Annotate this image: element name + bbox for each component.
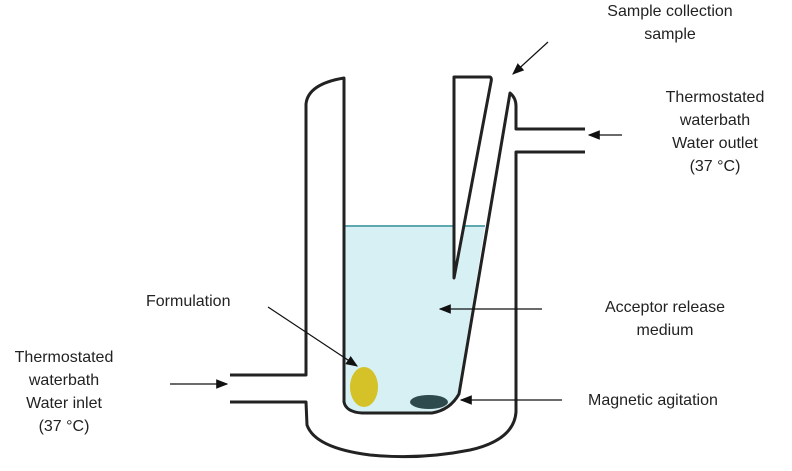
sampling-arm xyxy=(452,75,493,280)
magnetic-stir-bar xyxy=(410,395,448,409)
acceptor-medium-label: Acceptor release medium xyxy=(580,296,750,342)
label-line: waterbath xyxy=(28,372,100,389)
water-inlet-label: Thermostated waterbath Water inlet (37 °… xyxy=(0,346,128,438)
sample-arrow xyxy=(512,41,549,75)
label-line: medium xyxy=(636,322,694,339)
label-line: sample xyxy=(644,26,696,43)
outer-jacket xyxy=(230,76,585,459)
label-line: (37 °C) xyxy=(38,418,90,435)
label-line: Thermostated xyxy=(665,89,765,106)
label-line: Acceptor release xyxy=(604,299,726,316)
water-outlet-label: Thermostated waterbath Water outlet (37 … xyxy=(650,86,780,178)
formulation-pellet xyxy=(350,367,378,407)
formulation-label: Formulation xyxy=(146,293,231,310)
acceptor-medium-liquid xyxy=(345,226,485,413)
label-line: (37 °C) xyxy=(689,158,741,175)
label-line: Thermostated xyxy=(14,349,114,366)
sample-collection-label: Sample collection sample xyxy=(585,0,755,46)
label-line: Water inlet xyxy=(26,395,102,412)
magnetic-agitation-label: Magnetic agitation xyxy=(588,392,718,409)
formulation-arrow xyxy=(267,306,359,367)
label-line: Sample collection xyxy=(607,3,733,20)
label-line: Water outlet xyxy=(672,135,758,152)
label-line: waterbath xyxy=(679,112,751,129)
